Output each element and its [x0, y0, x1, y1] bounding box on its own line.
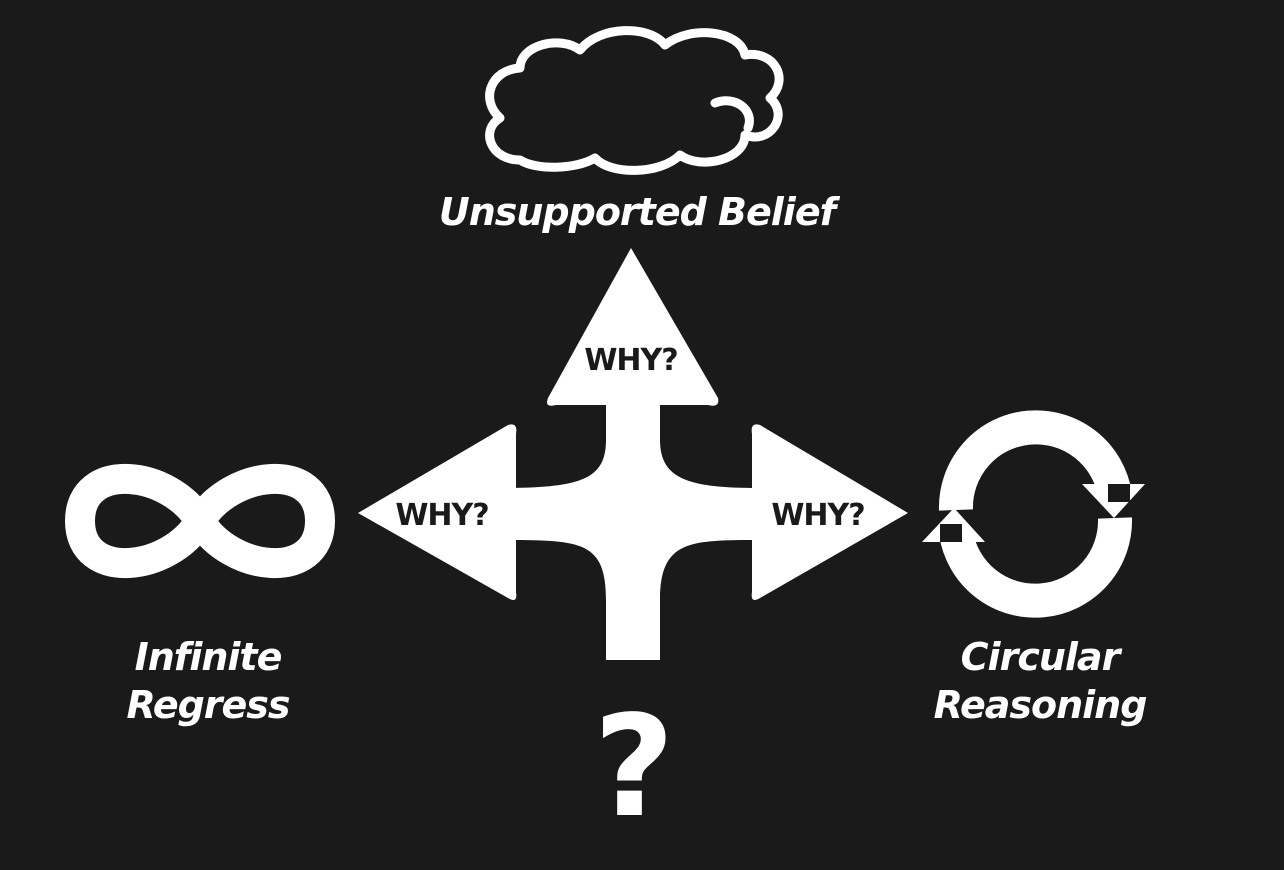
circular-arrows-icon — [922, 410, 1145, 618]
label-infinite: Infinite — [135, 635, 282, 679]
cloud-icon — [485, 26, 784, 175]
question-mark-icon: ? — [593, 686, 674, 849]
right-arrow-head — [751, 424, 908, 600]
why-left-label: WHY? — [395, 498, 488, 533]
why-up-label: WHY? — [584, 343, 677, 378]
label-regress: Regress — [126, 683, 289, 727]
why-right-label: WHY? — [771, 498, 864, 533]
label-unsupported-belief: Unsupported Belief — [439, 190, 841, 234]
right-branch — [660, 440, 760, 600]
up-arrow-head — [547, 248, 719, 406]
infinity-icon — [65, 463, 335, 579]
left-arrow-head — [358, 424, 517, 600]
label-reasoning: Reasoning — [934, 683, 1147, 727]
arrow-stem — [606, 500, 660, 660]
label-circular: Circular — [961, 635, 1123, 679]
left-branch — [500, 440, 606, 600]
up-arrow-shaft — [606, 385, 660, 515]
fork-arrow — [358, 248, 908, 660]
